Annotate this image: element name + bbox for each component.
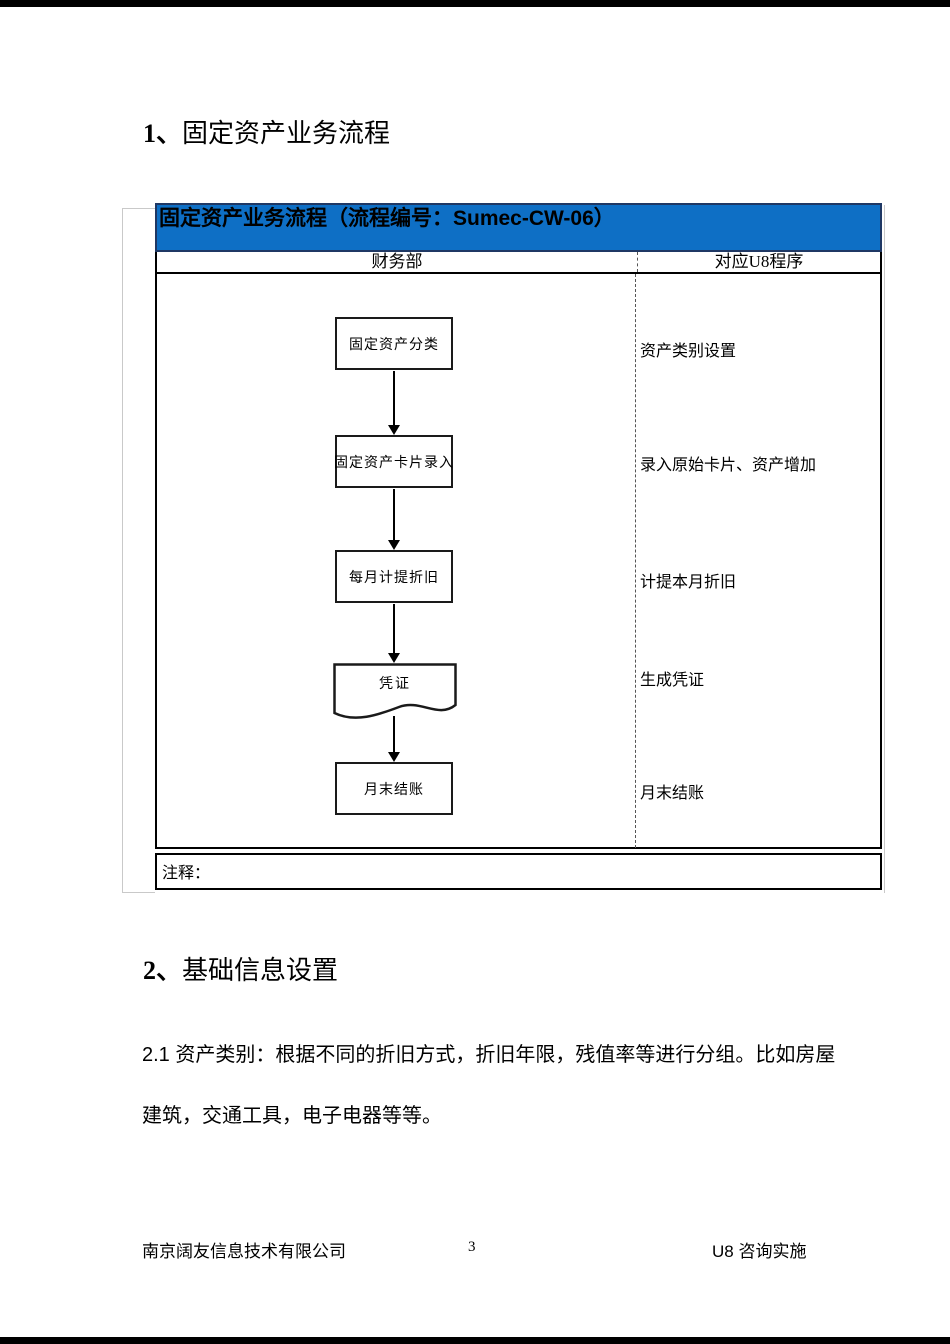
canvas-top-tick — [122, 208, 155, 209]
section-1-title: 固定资产业务流程 — [182, 119, 391, 148]
notes-row: 注释： — [155, 853, 882, 890]
flow-diagram-area — [155, 274, 882, 849]
section-2-heading: 2、基础信息设置 — [143, 955, 338, 987]
canvas-right-line — [884, 205, 885, 893]
section-2-number: 2、 — [143, 956, 183, 985]
canvas-left-line — [122, 208, 123, 893]
flow-arrow — [393, 489, 395, 541]
viewer-top-edge — [0, 0, 950, 7]
column-header-u8-program: 对应U8程序 — [637, 252, 880, 272]
flow-table-title: 固定资产业务流程（流程编号：Sumec-CW-06） — [159, 207, 615, 230]
column-divider-dashed-line — [635, 274, 636, 848]
section-1-heading: 1、固定资产业务流程 — [143, 118, 390, 150]
u8-program-label: 录入原始卡片、资产增加 — [640, 457, 817, 474]
flow-step-label: 固定资产卡片录入 — [334, 455, 454, 471]
flow-arrow — [393, 716, 395, 753]
u8-program-label: 月末结账 — [640, 785, 705, 802]
u8-program-label: 资产类别设置 — [640, 343, 737, 360]
viewer-bottom-edge — [0, 1337, 950, 1344]
flow-step-month-end-closing: 月末结账 — [335, 762, 453, 815]
flow-step-label: 固定资产分类 — [349, 337, 439, 353]
flow-table-header-row: 财务部 对应U8程序 — [155, 252, 882, 274]
flow-step-asset-classification: 固定资产分类 — [335, 317, 453, 370]
u8-program-label: 生成凭证 — [640, 672, 705, 689]
flow-step-monthly-depreciation: 每月计提折旧 — [335, 550, 453, 603]
paragraph-2-1-line-1: 2.1 资产类别：根据不同的折旧方式，折旧年限，残值率等进行分组。比如房屋 — [142, 1044, 836, 1066]
flow-arrow-head — [388, 540, 400, 550]
footer-company-name: 南京阔友信息技术有限公司 — [142, 1242, 346, 1261]
flow-arrow-head — [388, 653, 400, 663]
section-2-title: 基础信息设置 — [182, 956, 339, 985]
flow-step-label: 月末结账 — [364, 782, 424, 798]
column-header-finance-dept: 财务部 — [371, 252, 423, 271]
flow-arrow — [393, 604, 395, 654]
u8-program-label: 计提本月折旧 — [640, 574, 737, 591]
flow-arrow — [393, 371, 395, 426]
flow-step-card-entry: 固定资产卡片录入 — [334, 435, 454, 488]
notes-label: 注释： — [162, 865, 211, 882]
footer-right-text: U8 咨询实施 — [712, 1242, 807, 1261]
section-1-number: 1、 — [143, 119, 183, 148]
document-shape-outline — [333, 663, 457, 719]
flow-table-title-bar: 固定资产业务流程（流程编号：Sumec-CW-06） — [155, 203, 882, 252]
paragraph-2-1-line-2: 建筑，交通工具，电子电器等等。 — [142, 1105, 442, 1127]
flow-arrow-head — [388, 752, 400, 762]
flow-step-voucher-document-shape: 凭证 — [333, 663, 457, 725]
flow-step-label: 每月计提折旧 — [349, 570, 439, 586]
canvas-bottom-tick — [122, 892, 155, 893]
flow-step-label: 凭证 — [379, 677, 411, 692]
footer-page-number: 3 — [468, 1239, 476, 1255]
flow-arrow-head — [388, 425, 400, 435]
